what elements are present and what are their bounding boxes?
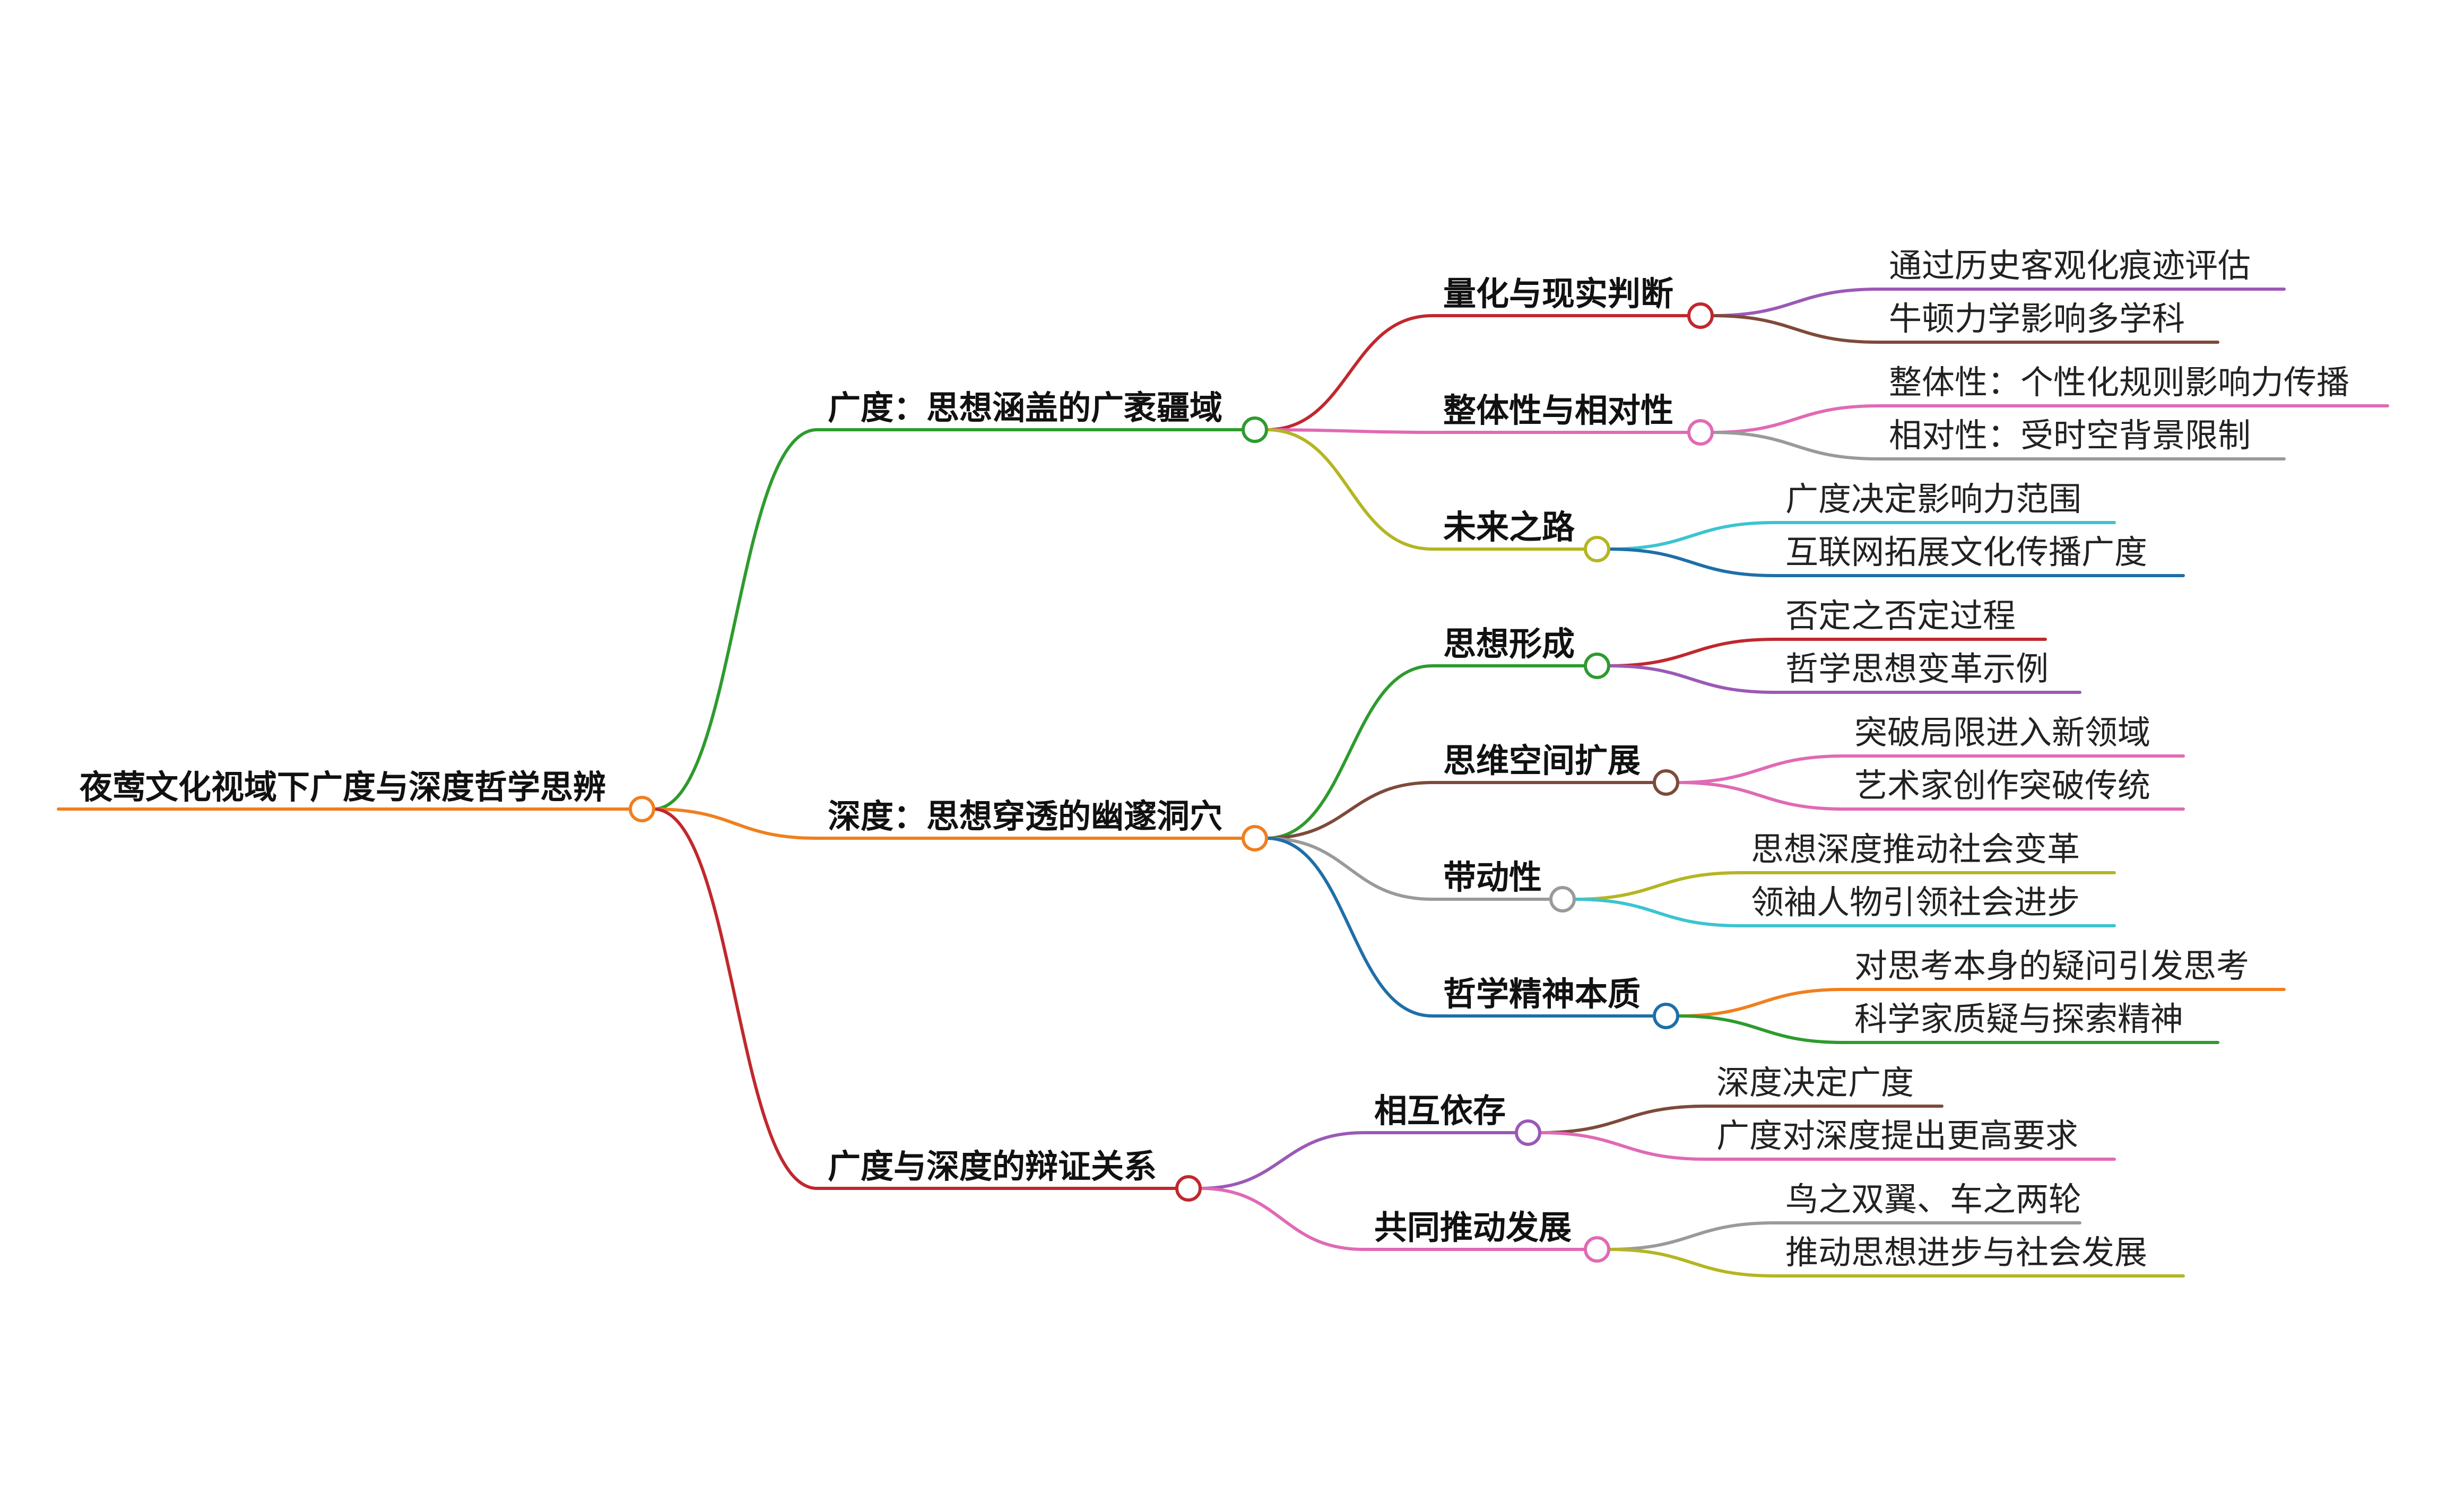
connector-branch-1-sub-3 — [1265, 428, 1434, 551]
leaf-topic-1-1-1: 通过历史客观化痕迹评估 — [1889, 246, 2251, 285]
leaf-topic-2-4-2: 科学家质疑与探索精神 — [1854, 1000, 2183, 1038]
branch-node-2[interactable] — [1242, 825, 1268, 851]
connector-leaf-2-4-1 — [1676, 988, 1845, 1018]
connector-branch-2-sub-4 — [1265, 837, 1434, 1018]
node-dot-layer — [629, 302, 1714, 1263]
subtopic-2-2: 思维空间扩展 — [1443, 741, 1641, 780]
branch-topic-1: 广度：思想涵盖的广袤疆域 — [828, 388, 1222, 427]
underline-layer — [57, 288, 2389, 1278]
connector-leaf-2-2-2 — [1676, 781, 1845, 811]
subtopic-node-2-3[interactable] — [1549, 886, 1576, 913]
leaf-topic-3-2-1: 鸟之双翼、车之两轮 — [1785, 1180, 2081, 1219]
subtopic-node-1-2[interactable] — [1687, 419, 1714, 446]
connector-branch-1-sub-2 — [1265, 428, 1434, 434]
leaf-topic-2-3-1: 思想深度推动社会变革 — [1751, 830, 2080, 868]
leaf-topic-2-4-1: 对思考本身的疑问引发思考 — [1854, 946, 2249, 985]
subtopic-3-2: 共同推动发展 — [1374, 1208, 1572, 1247]
connector-leaf-2-2-1 — [1676, 754, 1845, 784]
subtopic-1-3: 未来之路 — [1443, 508, 1575, 546]
leaf-topic-2-2-2: 艺术家创作突破传统 — [1854, 766, 2150, 805]
subtopic-2-4: 哲学精神本质 — [1443, 975, 1641, 1013]
label-layer: 夜莺文化视域下广度与深度哲学思辨 广度：思想涵盖的广袤疆域 量化与现实判断 通过历史客… — [79, 246, 2349, 1272]
connector-branch-2-sub-2 — [1265, 781, 1434, 840]
leaf-topic-3-1-2: 广度对深度提出更高要求 — [1716, 1116, 2078, 1155]
connector-root-branch-3 — [652, 807, 819, 1190]
connector-leaf-2-1-1 — [1607, 638, 1776, 667]
connector-leaf-1-1-2 — [1711, 314, 1880, 344]
branch-topic-2: 深度：思想穿透的幽邃洞穴 — [828, 797, 1222, 836]
connector-leaf-2-3-1 — [1573, 871, 1742, 901]
subtopic-3-1: 相互依存 — [1374, 1091, 1506, 1130]
connector-leaf-1-3-2 — [1607, 548, 1776, 577]
connector-leaf-1-2-2 — [1711, 431, 1880, 460]
root-topic: 夜莺文化视域下广度与深度哲学思辨 — [79, 768, 606, 806]
subtopic-node-1-1[interactable] — [1687, 302, 1714, 329]
subtopic-1-2: 整体性与相对性 — [1443, 391, 1673, 430]
connector-branch-1-sub-1 — [1265, 314, 1434, 431]
connector-root-branch-2 — [652, 807, 819, 840]
leaf-topic-2-1-2: 哲学思想变革示例 — [1785, 649, 2049, 688]
subtopic-node-3-2[interactable] — [1584, 1236, 1610, 1263]
subtopic-node-2-1[interactable] — [1584, 653, 1610, 679]
leaf-topic-1-3-2: 互联网拓展文化传播广度 — [1785, 533, 2147, 571]
connector-leaf-3-1-2 — [1538, 1131, 1707, 1161]
branch-node-1[interactable] — [1242, 416, 1268, 443]
subtopic-node-1-3[interactable] — [1584, 536, 1610, 562]
leaf-topic-2-2-1: 突破局限进入新领域 — [1854, 713, 2150, 752]
leaf-topic-1-2-1: 整体性：个性化规则影响力传播 — [1889, 363, 2349, 402]
subtopic-1-1: 量化与现实判断 — [1443, 274, 1673, 313]
subtopic-node-2-4[interactable] — [1653, 1003, 1679, 1029]
leaf-topic-3-1-1: 深度决定广度 — [1716, 1063, 1914, 1102]
connector-leaf-1-2-1 — [1711, 404, 1880, 434]
leaf-topic-1-1-2: 牛顿力学影响多学科 — [1889, 299, 2185, 338]
subtopic-2-3: 带动性 — [1443, 858, 1542, 897]
connector-leaf-2-4-2 — [1676, 1014, 1845, 1044]
connector-branch-2-sub-1 — [1265, 664, 1434, 840]
root-node[interactable] — [629, 796, 655, 822]
leaf-topic-1-3-1: 广度决定影响力范围 — [1785, 480, 2081, 518]
connector-branch-3-sub-1 — [1199, 1131, 1365, 1190]
subtopic-2-1: 思想形成 — [1443, 624, 1575, 663]
connector-root-branch-1 — [652, 428, 819, 811]
leaf-topic-2-3-2: 领袖人物引领社会进步 — [1751, 883, 2080, 922]
branch-node-3[interactable] — [1175, 1175, 1202, 1202]
connector-layer — [652, 288, 1880, 1278]
connector-leaf-3-2-2 — [1607, 1248, 1776, 1278]
connector-leaf-2-3-2 — [1573, 898, 1742, 927]
subtopic-node-3-1[interactable] — [1515, 1119, 1541, 1146]
connector-leaf-2-1-2 — [1607, 664, 1776, 694]
connector-leaf-3-1-1 — [1538, 1105, 1707, 1134]
connector-branch-2-sub-3 — [1265, 837, 1434, 901]
leaf-topic-1-2-2: 相对性：受时空背景限制 — [1889, 416, 2251, 455]
leaf-topic-2-1-1: 否定之否定过程 — [1785, 596, 2016, 635]
connector-leaf-1-1-1 — [1711, 288, 1880, 317]
connector-branch-3-sub-2 — [1199, 1187, 1365, 1251]
branch-topic-3: 广度与深度的辩证关系 — [828, 1147, 1157, 1186]
connector-leaf-1-3-1 — [1607, 521, 1776, 551]
leaf-topic-3-2-2: 推动思想进步与社会发展 — [1785, 1233, 2147, 1272]
connector-leaf-3-2-1 — [1607, 1221, 1776, 1251]
subtopic-node-2-2[interactable] — [1653, 769, 1679, 796]
